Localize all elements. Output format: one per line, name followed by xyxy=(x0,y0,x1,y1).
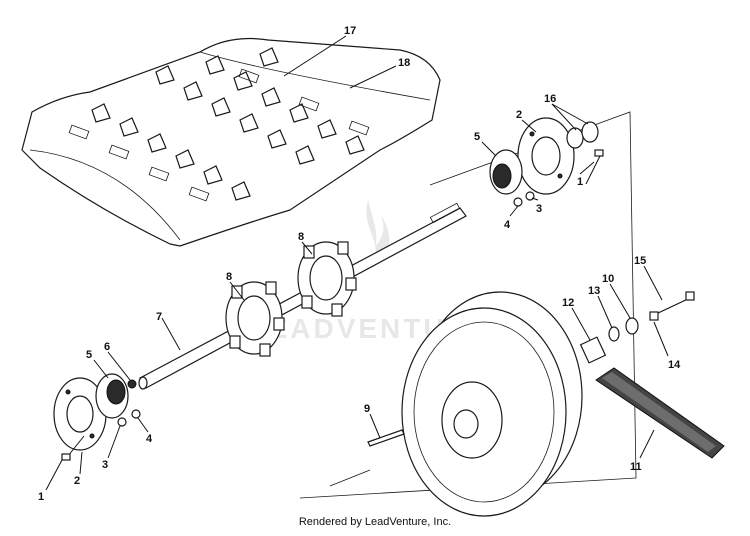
track-section xyxy=(21,37,441,247)
callout-9: 9 xyxy=(364,403,370,415)
washer-13 xyxy=(608,326,620,342)
nut-14 xyxy=(649,311,659,321)
callout-5-left: 5 xyxy=(86,349,92,361)
callout-12: 12 xyxy=(562,297,574,309)
callout-16: 16 xyxy=(544,93,556,105)
callout-4-right: 4 xyxy=(504,219,511,231)
track-lugs xyxy=(91,47,365,201)
callout-6: 6 xyxy=(104,341,110,353)
left-lockwasher-nut xyxy=(117,409,141,427)
callout-15: 15 xyxy=(634,255,646,267)
pulley-wheel xyxy=(401,291,583,517)
callout-14: 14 xyxy=(668,359,681,371)
grease-fitting xyxy=(127,379,137,389)
bolt-15 xyxy=(655,291,695,315)
callout-17: 17 xyxy=(344,25,356,37)
left-bolt xyxy=(61,435,85,461)
callout-2-right: 2 xyxy=(516,109,522,121)
leader-lines xyxy=(45,35,669,491)
callout-4-left: 4 xyxy=(146,433,153,445)
right-bearing xyxy=(489,149,523,195)
callout-1-right: 1 xyxy=(577,176,583,188)
sprocket-right xyxy=(297,241,357,317)
washer-10 xyxy=(625,317,639,335)
callout-labels: 17 18 16 2 5 1 3 4 8 8 7 6 5 4 3 2 1 9 1… xyxy=(38,25,681,503)
callout-8-right: 8 xyxy=(298,231,304,243)
right-lockwasher-nut xyxy=(513,191,535,207)
callout-7: 7 xyxy=(156,311,162,323)
callout-8-left: 8 xyxy=(226,271,232,283)
drive-belt xyxy=(595,367,725,459)
right-bearing-housing xyxy=(517,117,575,195)
spacer xyxy=(579,336,607,364)
callout-5-right: 5 xyxy=(474,131,480,143)
sprocket-left xyxy=(225,281,285,357)
callout-11: 11 xyxy=(630,461,642,473)
right-washers xyxy=(566,121,599,149)
left-bearing-housing xyxy=(53,377,107,451)
shaft-key xyxy=(367,429,405,447)
callout-1-left: 1 xyxy=(38,491,44,503)
callout-2-left: 2 xyxy=(74,475,80,487)
callout-3-right: 3 xyxy=(536,203,542,215)
track-slots xyxy=(68,68,370,202)
right-bolt xyxy=(585,149,604,185)
callout-3-left: 3 xyxy=(102,459,108,471)
callout-18: 18 xyxy=(398,57,410,69)
callout-10: 10 xyxy=(602,273,614,285)
callout-13: 13 xyxy=(588,285,600,297)
render-credit: Rendered by LeadVenture, Inc. xyxy=(298,516,452,528)
left-bearing xyxy=(95,373,129,419)
